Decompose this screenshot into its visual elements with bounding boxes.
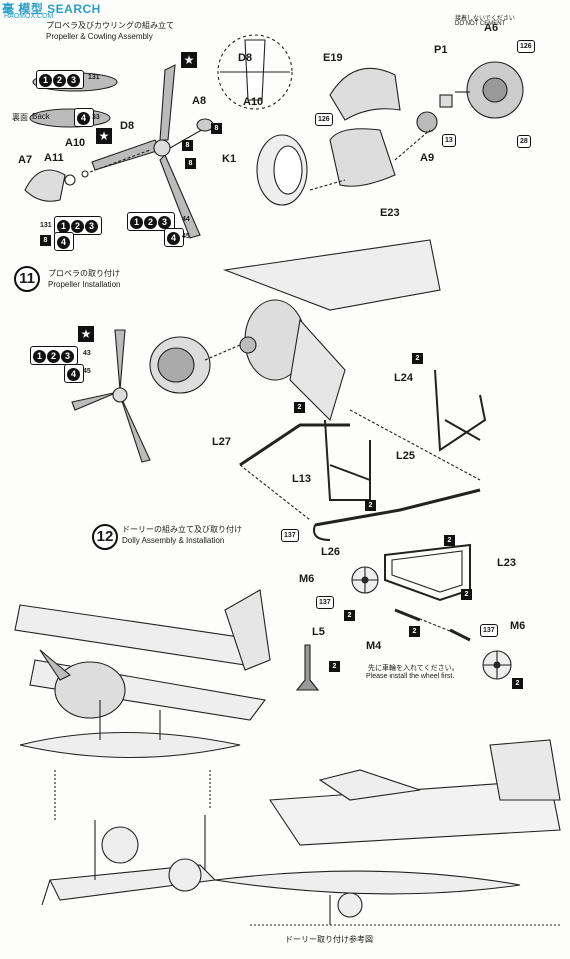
part-label-a10: A10 xyxy=(65,137,86,149)
step10-en-title: Propeller & Cowling Assembly xyxy=(46,32,153,41)
watermark-title: 毫 模型 SEARCH xyxy=(2,2,101,16)
part-label-l5: L5 xyxy=(312,626,325,638)
paint-code-box-4b: 4 xyxy=(54,232,74,251)
part-label-l13: L13 xyxy=(292,473,311,485)
paint-code-8-d: 8 xyxy=(40,235,51,246)
star-icon-2: ★ xyxy=(96,128,112,144)
reference-caption: ドーリー取り付け参考図 xyxy=(285,935,373,944)
paint-code-2-h: 2 xyxy=(329,661,340,672)
paint-code-2-g: 2 xyxy=(409,626,420,637)
part-label-k1: K1 xyxy=(222,153,237,165)
do-not-cement-jp: 接着しないでください xyxy=(455,16,515,22)
propeller-blade-down xyxy=(159,154,201,239)
part-label-e23: E23 xyxy=(380,207,400,219)
part-label-a9: A9 xyxy=(420,152,435,164)
step12-jp-title: ドーリーの組み立て及び取り付け xyxy=(122,525,242,534)
paint-code-2-b: 2 xyxy=(294,402,305,413)
paint-code-box-4a: 4 xyxy=(74,108,94,127)
paint-code-45-a: 45 xyxy=(182,233,190,240)
part-label-a8: A8 xyxy=(192,95,207,107)
do-not-cement-en: DO NOT CEMENT xyxy=(455,21,506,27)
paint-code-44: 44 xyxy=(182,216,190,223)
paint-code-126-cowl: 126 xyxy=(315,113,333,126)
part-label-a10-top: A10 xyxy=(243,96,264,108)
part-label-e19: E19 xyxy=(323,52,343,64)
paint-code-137-b: 137 xyxy=(316,596,334,609)
paint-code-2-d: 2 xyxy=(444,535,455,546)
watermark-sub: HAOMOX.COM xyxy=(4,13,54,20)
step-12-number: 12 xyxy=(92,524,118,550)
paint-code-2-e: 2 xyxy=(344,610,355,621)
step-11-number: 11 xyxy=(14,266,40,292)
propeller-blade-up xyxy=(159,64,176,141)
paint-code-box-4d: 4 xyxy=(64,364,84,383)
paint-code-131-b: 131 xyxy=(40,222,52,229)
cowling-lower xyxy=(329,128,396,187)
paint-code-137-a: 137 xyxy=(281,529,299,542)
paint-code-2-i: 2 xyxy=(512,678,523,689)
part-label-m4: M4 xyxy=(366,640,382,652)
star-icon: ★ xyxy=(181,52,197,68)
back-label-jp: 裏面 xyxy=(12,113,28,122)
propeller-blade-left xyxy=(91,139,161,171)
step12-en-title: Dolly Assembly & Installation xyxy=(122,536,225,545)
paint-code-2-c: 2 xyxy=(365,500,376,511)
paint-code-43: 43 xyxy=(83,350,91,357)
spinner-drawing xyxy=(24,169,66,202)
part-label-l23: L23 xyxy=(497,557,516,569)
part-label-m6-b: M6 xyxy=(510,620,526,632)
paint-code-131-a: 131 xyxy=(88,74,100,81)
part-label-l25: L25 xyxy=(396,450,415,462)
paint-code-8-c: 8 xyxy=(211,123,222,134)
paint-code-45-b: 45 xyxy=(83,368,91,375)
cowling-top xyxy=(329,67,401,121)
paint-code-33: 33 xyxy=(92,114,100,121)
step11-jp-title: プロペラの取り付け xyxy=(48,269,120,278)
float-drawing xyxy=(19,732,241,758)
part-label-l24: L24 xyxy=(394,372,413,384)
wheel-note-jp: 先に車輪を入れてください。 xyxy=(368,665,459,672)
part-label-m6-a: M6 xyxy=(299,573,315,585)
paint-code-126-engine: 126 xyxy=(517,40,535,53)
star-icon-3: ★ xyxy=(78,326,94,342)
paint-code-8-b: 8 xyxy=(185,158,196,169)
part-label-p1: P1 xyxy=(434,44,448,56)
part-label-a7: A7 xyxy=(18,154,33,166)
part-label-a6: A6 xyxy=(484,22,499,34)
paint-code-137-c: 137 xyxy=(480,624,498,637)
paint-code-2-a: 2 xyxy=(412,353,423,364)
wheel-note-en: Please install the wheel first. xyxy=(366,673,455,680)
back-label-en: Back xyxy=(32,112,50,121)
paint-code-8-a: 8 xyxy=(182,140,193,151)
paint-code-28: 28 xyxy=(517,135,531,148)
part-label-d8: D8 xyxy=(120,120,135,132)
part-label-a11: A11 xyxy=(44,152,64,164)
part-label-l26: L26 xyxy=(321,546,340,558)
upper-wing xyxy=(14,604,261,666)
step11-en-title: Propeller Installation xyxy=(48,280,121,289)
paint-code-box-4c: 4 xyxy=(164,228,184,247)
step10-jp-title: プロペラ及びカウリングの組み立て xyxy=(46,21,174,30)
part-label-d8-top: D8 xyxy=(238,52,253,64)
paint-code-2-f: 2 xyxy=(461,589,472,600)
paint-code-13: 13 xyxy=(442,134,456,147)
part-label-l27: L27 xyxy=(212,436,231,448)
